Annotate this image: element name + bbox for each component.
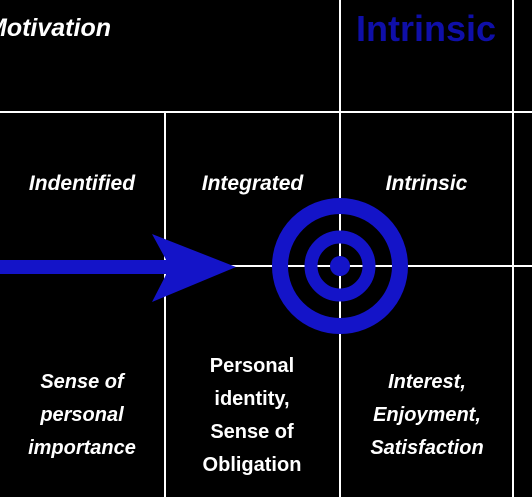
column-label-indentified: Indentified bbox=[28, 172, 136, 195]
grid-line-vertical-right bbox=[339, 0, 341, 497]
arrow-right-icon bbox=[0, 234, 236, 302]
column-label-intrinsic: Intrinsic bbox=[385, 172, 468, 195]
header-intrinsic-title: Intrinsic bbox=[355, 8, 497, 49]
header-motivation-title: Motivation bbox=[0, 14, 111, 42]
grid-line-horizontal-top bbox=[0, 111, 532, 113]
description-intrinsic: Interest, Enjoyment, Satisfaction bbox=[370, 371, 484, 459]
grid-line-vertical-left bbox=[164, 112, 166, 497]
target-icon bbox=[272, 198, 408, 334]
grid-line-horizontal-middle bbox=[0, 265, 532, 267]
grid-line-vertical-edge bbox=[512, 0, 514, 497]
column-label-integrated: Integrated bbox=[201, 172, 304, 195]
description-integrated: Personal identity, Sense of Obligation bbox=[202, 355, 302, 476]
description-indentified: Sense of personal importance bbox=[28, 371, 136, 459]
